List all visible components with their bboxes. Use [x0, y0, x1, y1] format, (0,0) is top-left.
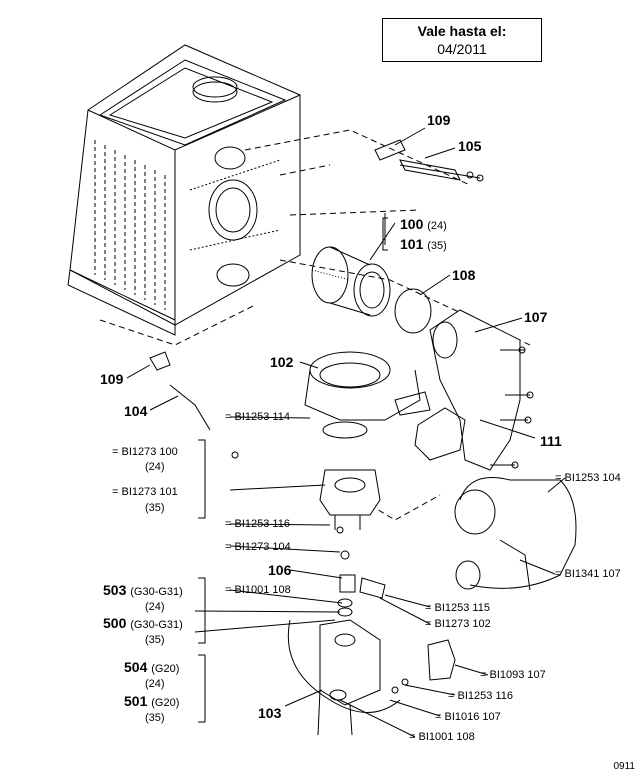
part-label-109-top: 109: [427, 112, 451, 128]
part-100-number: 100: [400, 216, 424, 232]
figure-code: 0911: [613, 761, 635, 772]
part-label-104: 104: [124, 403, 148, 419]
sensor-109-104: [149, 351, 239, 459]
part-504-sub: (G20): [151, 663, 180, 675]
validity-box: Vale hasta el: 04/2011: [382, 18, 542, 62]
part-501-sub: (G20): [151, 697, 180, 709]
part-100-sub: (24): [427, 220, 447, 232]
manifold-107: [429, 309, 534, 471]
part-501-number: 501: [124, 693, 148, 709]
validity-date: 04/2011: [437, 41, 487, 57]
ref-bi1001-108-a: = BI1001 108: [225, 584, 291, 596]
gasket-111: [414, 407, 466, 461]
part-label-109-left: 109: [100, 371, 124, 387]
part-label-100: 100 (24): [400, 216, 447, 234]
part-504-variant: (24): [145, 678, 165, 690]
ref-bi1273-104: = BI1273 104: [225, 541, 291, 553]
part-label-503-variant: (24): [145, 597, 165, 615]
ref-bi1273-101: = BI1273 101: [112, 486, 178, 498]
gas-valve-103: [287, 619, 401, 736]
part-label-106: 106: [268, 562, 292, 578]
part-label-501-variant: (35): [145, 708, 165, 726]
part-501-variant: (35): [145, 712, 165, 724]
validity-title: Vale hasta el:: [417, 23, 507, 39]
electrical-connectors: [391, 639, 456, 694]
part-label-102: 102: [270, 354, 294, 370]
ref-bi1253-114: = BI1253 114: [225, 411, 290, 423]
gas-mixer-unit: [319, 469, 381, 530]
sensor-109-105: [374, 139, 484, 182]
leader-lines: [126, 127, 566, 738]
ref-bi1253-115: = BI1253 115: [425, 602, 490, 614]
ref-bi1273-101-variant: (35): [145, 502, 165, 514]
part-label-500: 500 (G30-G31): [103, 615, 183, 633]
part-label-101: 101 (35): [400, 236, 447, 254]
part-label-103: 103: [258, 705, 282, 721]
part-503-sub: (G30-G31): [130, 586, 183, 598]
ref-bi1253-116-b: = BI1253 116: [448, 690, 513, 702]
ref-bi1341-107: = BI1341 107: [555, 568, 621, 580]
part-504-number: 504: [124, 659, 148, 675]
part-500-number: 500: [103, 615, 127, 631]
burner-tube: [311, 246, 391, 317]
part-101-sub: (35): [427, 240, 447, 252]
part-500-variant: (35): [145, 634, 165, 646]
part-label-107: 107: [524, 309, 548, 325]
part-label-504-variant: (24): [145, 674, 165, 692]
connector-106: [336, 526, 386, 617]
part-label-105: 105: [458, 138, 482, 154]
part-label-111: 111: [540, 433, 562, 449]
part-101-number: 101: [400, 236, 424, 252]
ref-bi1001-108-b: = BI1001 108: [409, 731, 475, 743]
ref-bi1273-100-variant: (24): [145, 461, 165, 473]
heat-exchanger-body: [67, 44, 301, 336]
part-label-503: 503 (G30-G31): [103, 582, 183, 600]
part-label-504: 504 (G20): [124, 659, 179, 677]
part-503-variant: (24): [145, 601, 165, 613]
fan-102: [304, 351, 431, 439]
air-hose: [454, 477, 577, 591]
ref-bi1253-116-a: = BI1253 116: [225, 518, 290, 530]
ref-bi1273-102: = BI1273 102: [425, 618, 491, 630]
ref-bi1273-100: = BI1273 100: [112, 446, 178, 458]
part-503-number: 503: [103, 582, 127, 598]
part-500-sub: (G30-G31): [130, 619, 183, 631]
part-label-500-variant: (35): [145, 630, 165, 648]
ref-bi1093-107: = BI1093 107: [480, 669, 546, 681]
gasket-108: [394, 288, 432, 334]
ref-bi1016-107: = BI1016 107: [435, 711, 501, 723]
ref-bi1253-104: = BI1253 104: [555, 472, 621, 484]
part-label-108: 108: [452, 267, 476, 283]
part-label-501: 501 (G20): [124, 693, 179, 711]
